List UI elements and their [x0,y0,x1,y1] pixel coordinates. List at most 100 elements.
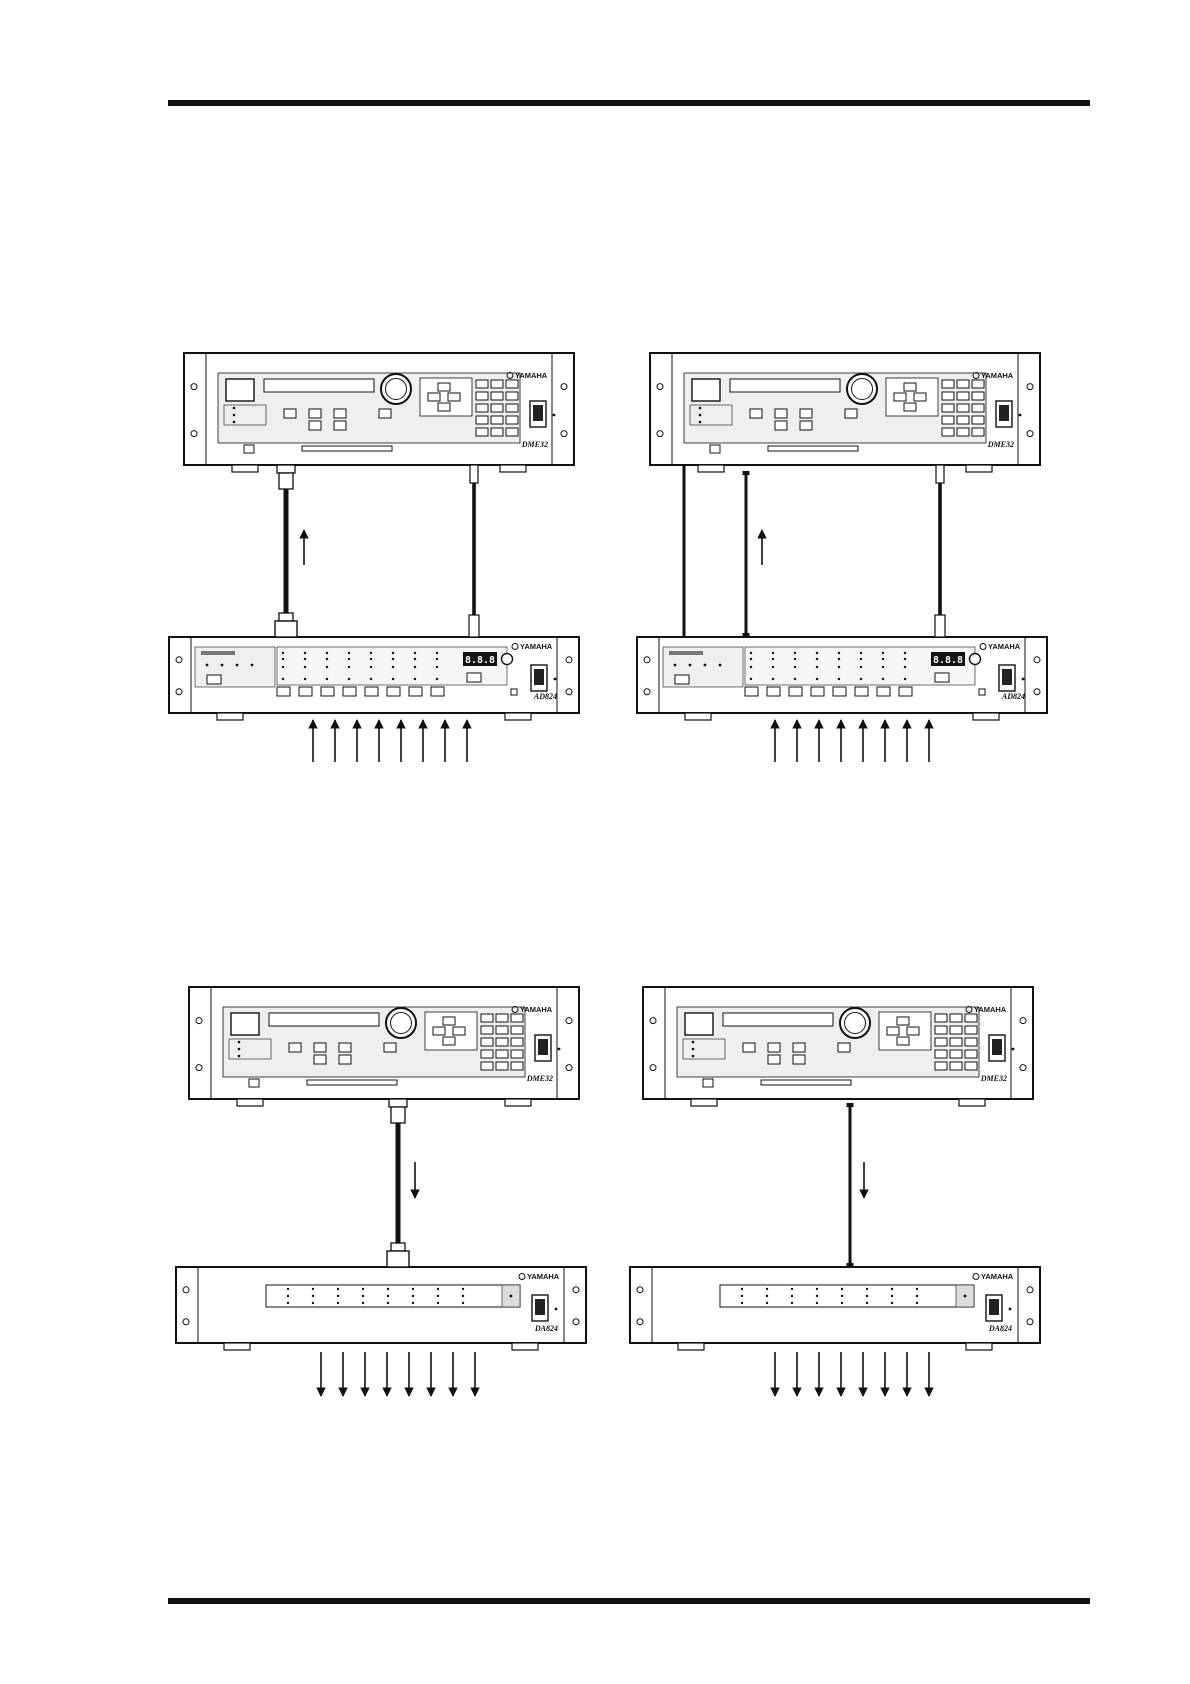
keypad-key [481,1050,493,1058]
keypad-key [511,1062,523,1070]
indicator-led [206,664,209,667]
keypad-key [511,1038,523,1046]
connector [743,633,750,637]
indicator-led [282,658,284,660]
cursor-key [428,393,440,401]
display-bar [269,1013,379,1026]
indicator-led [772,678,774,680]
indicator-led [362,1295,364,1297]
brand-label: YAMAHA [515,371,548,380]
cable [284,489,289,613]
cursor-key [443,1037,455,1045]
dme32-unit: YAMAHADME32 [643,987,1033,1106]
indicator-led [462,1295,464,1297]
indicator-led [794,658,796,660]
indicator-led [312,1288,314,1290]
connector [936,465,944,483]
indicator-led [414,666,416,668]
channel-button [767,687,780,696]
keypad-key [972,416,984,424]
indicator-led [766,1295,768,1297]
channel-button [833,687,846,696]
function-key [775,421,787,430]
model-label: DA824 [534,1324,558,1333]
indicator-led [412,1302,414,1304]
keypad-key [950,1050,962,1058]
indicator-led [741,1295,743,1297]
coax-cable [935,465,945,637]
display-readout: 8.8.8 [465,655,495,666]
function-key [793,1043,805,1052]
channel-button [387,687,400,696]
indicator-led [816,666,818,668]
indicator-led [674,664,677,667]
card-slot [761,1080,851,1085]
indicator-led [816,652,818,654]
function-key [339,1055,351,1064]
indicator-led [841,1295,843,1297]
connector [935,615,945,637]
lcd-window [692,379,720,401]
keypad-key [491,404,503,412]
connector [389,1099,407,1107]
indicator-led [816,1302,818,1304]
connector [391,1243,405,1251]
function-key [838,1043,850,1052]
function-key [768,1055,780,1064]
indicator-led [964,1295,967,1298]
keypad-key [476,380,488,388]
indicator-led [414,652,416,654]
ad-button [207,675,221,684]
brand-label: YAMAHA [520,1005,553,1014]
indicator-led [841,1288,843,1290]
indicator-led [370,658,372,660]
lcd-window [226,379,254,401]
channel-button [409,687,422,696]
channel-button [365,687,378,696]
cursor-key [438,403,450,411]
function-key [334,409,346,418]
keypad-key [935,1050,947,1058]
indicator-led [916,1302,918,1304]
indicator-led [436,666,438,668]
brand-label: YAMAHA [527,1272,560,1281]
indicator-led [791,1295,793,1297]
indicator-led [462,1288,464,1290]
keypad-key [491,428,503,436]
rack-foot [224,1343,250,1350]
indicator-led [741,1302,743,1304]
ad-button [467,673,481,682]
indicator-led [348,658,350,660]
indicator-led [221,664,224,667]
ad-button [675,675,689,684]
indicator-led [891,1288,893,1290]
indicator-led [414,658,416,660]
indicator-led [882,666,884,668]
rack-foot [959,1099,985,1106]
rack-foot [505,713,531,720]
indicator-led [750,678,752,680]
keypad-key [481,1014,493,1022]
brand-label: YAMAHA [988,642,1021,651]
model-label: DME32 [980,1074,1007,1083]
indicator-led [838,652,840,654]
rack-foot [966,1343,992,1350]
ad824-unit: 8.8.8YAMAHAAD824 [169,637,579,720]
keypad-key [972,428,984,436]
indicator-led [326,658,328,660]
indicator-led [904,652,906,654]
indicator-led [251,664,254,667]
rack-foot [237,1099,263,1106]
indicator-led [282,652,284,654]
indicator-led [916,1288,918,1290]
indicator-led [392,678,394,680]
indicator-led [238,1055,241,1058]
indicator-led [287,1288,289,1290]
indicator-led [312,1302,314,1304]
keypad-key [957,404,969,412]
indicator-led [414,678,416,680]
indicator-led [692,1041,695,1044]
indicator-led [304,658,306,660]
